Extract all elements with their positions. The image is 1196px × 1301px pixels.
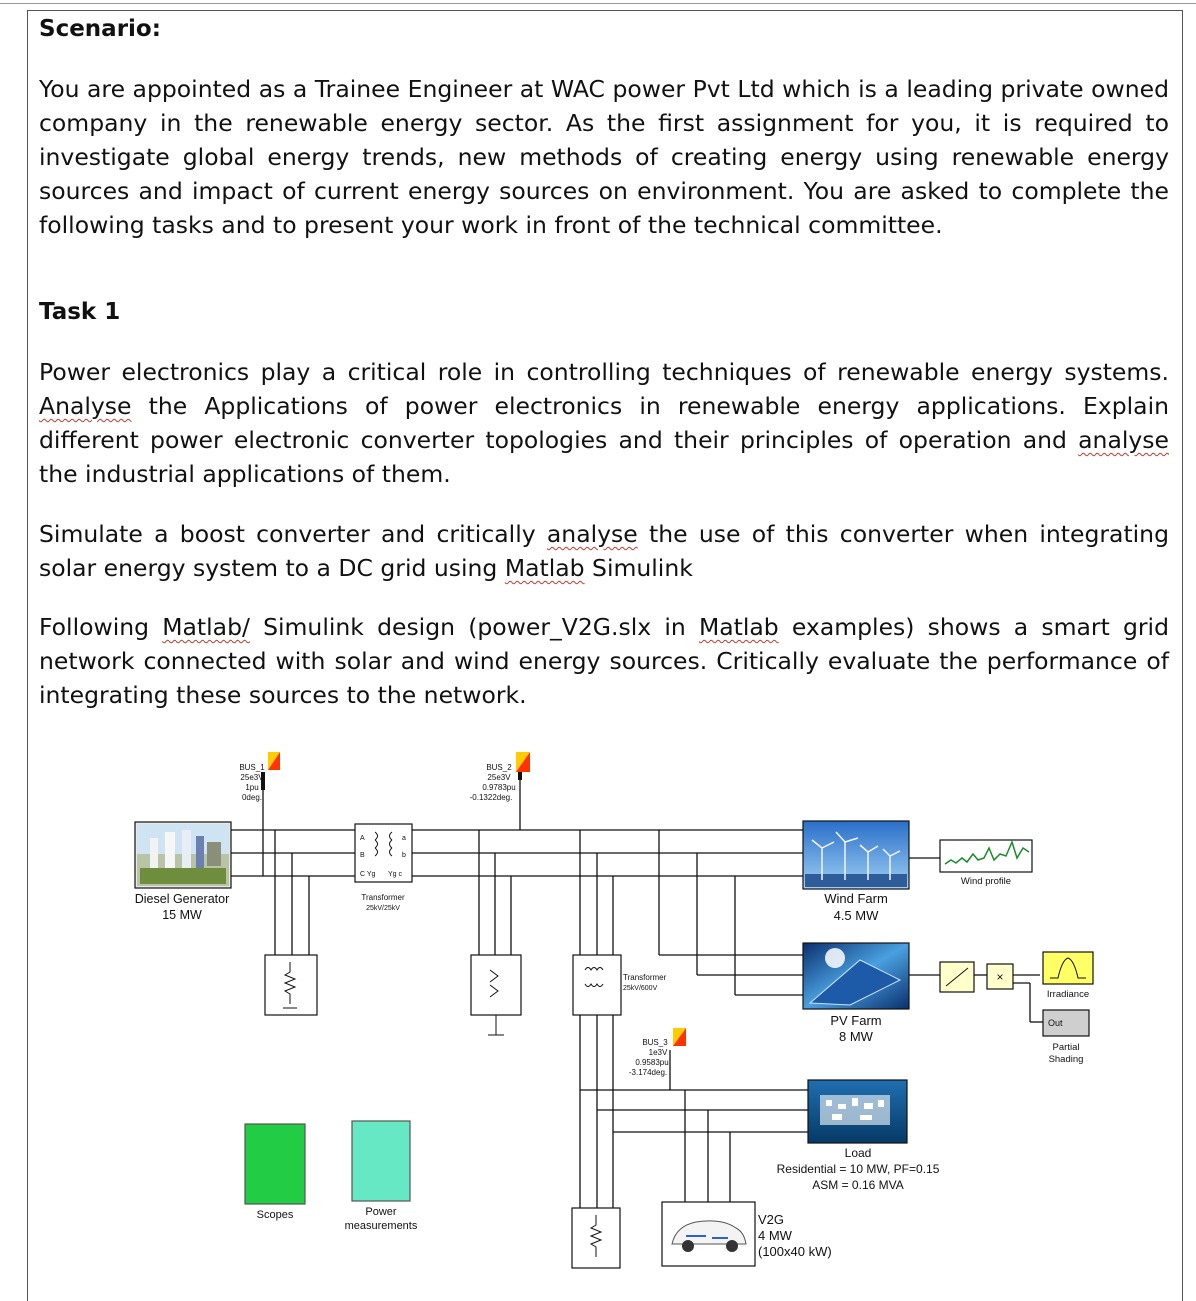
bus3-voltage: 1e3V xyxy=(649,1048,668,1057)
pv-farm-block[interactable] xyxy=(802,942,910,1010)
svg-text:A: A xyxy=(360,835,365,842)
bus3-pu: 0.9583pu xyxy=(635,1058,668,1067)
transformer1-rating: 25kV/25kV xyxy=(366,905,400,912)
p2-seg-spellcheck: Matlab xyxy=(504,554,585,582)
p1-seg: the Applications of power electronics in… xyxy=(39,392,1169,454)
svg-text:B: B xyxy=(360,852,365,859)
task1-paragraph-3: Following Matlab/ Simulink design (power… xyxy=(39,610,1169,712)
top-rule xyxy=(0,3,1196,4)
scopes-label: Scopes xyxy=(257,1209,294,1221)
p3-seg: examples) shows a smart grid network con… xyxy=(39,613,1170,709)
p3-seg: Following xyxy=(39,613,163,641)
wind-profile-block[interactable] xyxy=(939,839,1033,873)
bus-wires xyxy=(231,780,1043,1210)
out-port-label: Out xyxy=(1048,1018,1063,1028)
multiply-symbol: × xyxy=(996,970,1003,984)
transformer1-label: Transformer xyxy=(361,893,405,902)
grounding-transformer[interactable] xyxy=(470,954,522,1036)
diesel-label: Diesel Generator xyxy=(135,892,230,906)
rlc-load-3[interactable] xyxy=(571,1207,621,1269)
load-label: Load xyxy=(845,1146,872,1160)
task1-heading: Task 1 xyxy=(39,299,121,325)
wind-farm-label: Wind Farm xyxy=(824,891,888,906)
transformer-25kv-600v-block[interactable] xyxy=(572,954,622,1016)
bus2-marker[interactable] xyxy=(516,752,530,780)
p1-seg-spellcheck: Analyse xyxy=(39,392,132,420)
multiply-block[interactable]: × xyxy=(986,963,1014,990)
transformer2-rating: 25kV/600V xyxy=(623,985,658,992)
v2g-detail: (100x40 kW) xyxy=(758,1244,832,1259)
v2g-block[interactable] xyxy=(661,1201,756,1267)
pv-farm-power: 8 MW xyxy=(839,1029,874,1044)
p1-seg: the industrial applications of them. xyxy=(39,460,451,488)
svg-text:C Yg: C Yg xyxy=(360,871,376,878)
v2g-power: 4 MW xyxy=(758,1228,793,1243)
bus2-voltage: 25e3V xyxy=(487,773,511,782)
diesel-generator-block[interactable] xyxy=(134,821,232,889)
p1-seg-spellcheck: analyse xyxy=(1078,426,1169,454)
p3-seg-spellcheck: Matlab xyxy=(698,613,779,641)
load-residential: Residential = 10 MW, PF=0.15 xyxy=(777,1162,940,1176)
bus2-pu: 0.9783pu xyxy=(482,783,515,792)
irradiance-block[interactable] xyxy=(1042,951,1094,985)
task1-paragraph-1: Power electronics play a critical role i… xyxy=(39,355,1169,491)
svg-text:b: b xyxy=(402,852,406,859)
scopes-block[interactable] xyxy=(244,1123,306,1205)
partial-shading-label-2: Shading xyxy=(1049,1054,1084,1065)
document-frame xyxy=(27,10,1183,1301)
wind-farm-block[interactable] xyxy=(802,820,910,890)
data-type-conversion-block[interactable] xyxy=(939,961,975,993)
p2-seg: Simulink xyxy=(584,554,693,582)
p3-seg: Simulink design (power_V2G.slx in xyxy=(249,613,699,641)
wind-profile-label: Wind profile xyxy=(961,876,1011,887)
power-measurements-block[interactable] xyxy=(351,1120,411,1202)
bus2-name: BUS_2 xyxy=(486,763,512,772)
bus1-angle: 0deg. xyxy=(242,793,262,802)
bus3-angle: -3.174deg. xyxy=(629,1068,667,1077)
v2g-label: V2G xyxy=(758,1212,784,1227)
pv-farm-label: PV Farm xyxy=(830,1013,881,1028)
p2-seg: Simulate a boost converter and criticall… xyxy=(39,520,547,548)
p1-seg: Power electronics play a critical role i… xyxy=(39,358,1169,386)
partial-shading-block[interactable]: Out xyxy=(1042,1009,1090,1037)
bus1-voltage: 25e3V xyxy=(240,773,264,782)
bus3-name: BUS_3 xyxy=(642,1038,668,1047)
rlc-load-1[interactable] xyxy=(264,954,318,1016)
transformer2-label: Transformer xyxy=(623,973,667,982)
power-meas-label-2: measurements xyxy=(345,1220,418,1232)
transformer-25kv-block[interactable]: A B C Yg a b Yg c xyxy=(354,823,413,883)
svg-text:Yg c: Yg c xyxy=(388,871,403,878)
p2-seg-spellcheck: analyse xyxy=(546,520,638,548)
p3-seg-spellcheck: Matlab/ xyxy=(162,613,250,641)
bus3-marker[interactable] xyxy=(673,1028,686,1046)
partial-shading-label-1: Partial xyxy=(1053,1042,1080,1053)
p2-seg: the use of this converter when integrati… xyxy=(39,520,1169,582)
diesel-power: 15 MW xyxy=(162,908,202,922)
scenario-heading: Scenario: xyxy=(39,16,161,42)
load-asm: ASM = 0.16 MVA xyxy=(812,1178,903,1192)
bus1-marker[interactable] xyxy=(261,752,280,790)
bus1-name: BUS_1 xyxy=(239,763,265,772)
wind-farm-power: 4.5 MW xyxy=(834,908,880,923)
power-meas-label-1: Power xyxy=(365,1206,397,1218)
residential-load-block[interactable] xyxy=(807,1079,908,1144)
bus2-angle: -0.1322deg. xyxy=(470,793,513,802)
irradiance-label: Irradiance xyxy=(1047,989,1089,1000)
svg-text:a: a xyxy=(402,835,406,842)
task1-paragraph-2: Simulate a boost converter and criticall… xyxy=(39,517,1169,585)
scenario-paragraph: You are appointed as a Trainee Engineer … xyxy=(39,75,1169,239)
bus1-pu: 1pu xyxy=(245,783,258,792)
